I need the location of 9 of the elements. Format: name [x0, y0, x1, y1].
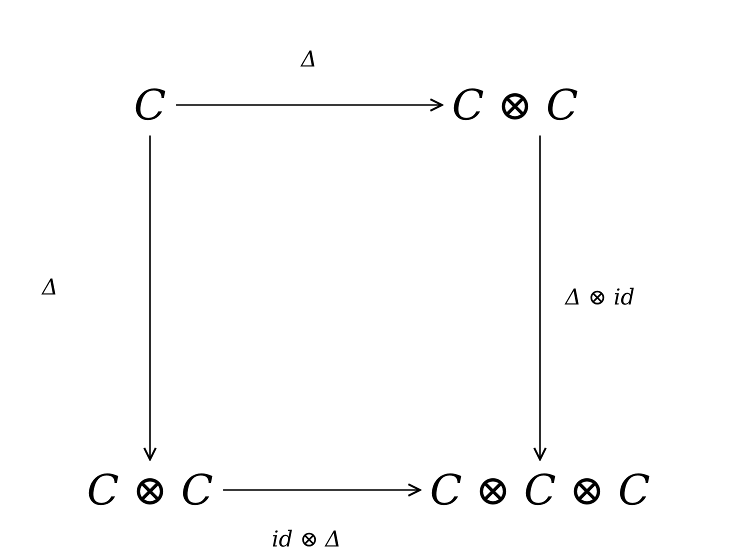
- math-expression: C ⊗ C ⊗ C: [424, 464, 656, 516]
- arrow: [143, 136, 157, 460]
- math-expression: C: [128, 78, 172, 132]
- math-expression: C ⊗ C: [80, 464, 220, 516]
- arrow: [176, 98, 443, 112]
- arrow: [223, 483, 421, 497]
- arrow: [533, 136, 547, 460]
- edge-label: id ⊗ Δ: [272, 528, 342, 550]
- math-expression: C ⊗ C: [446, 78, 584, 132]
